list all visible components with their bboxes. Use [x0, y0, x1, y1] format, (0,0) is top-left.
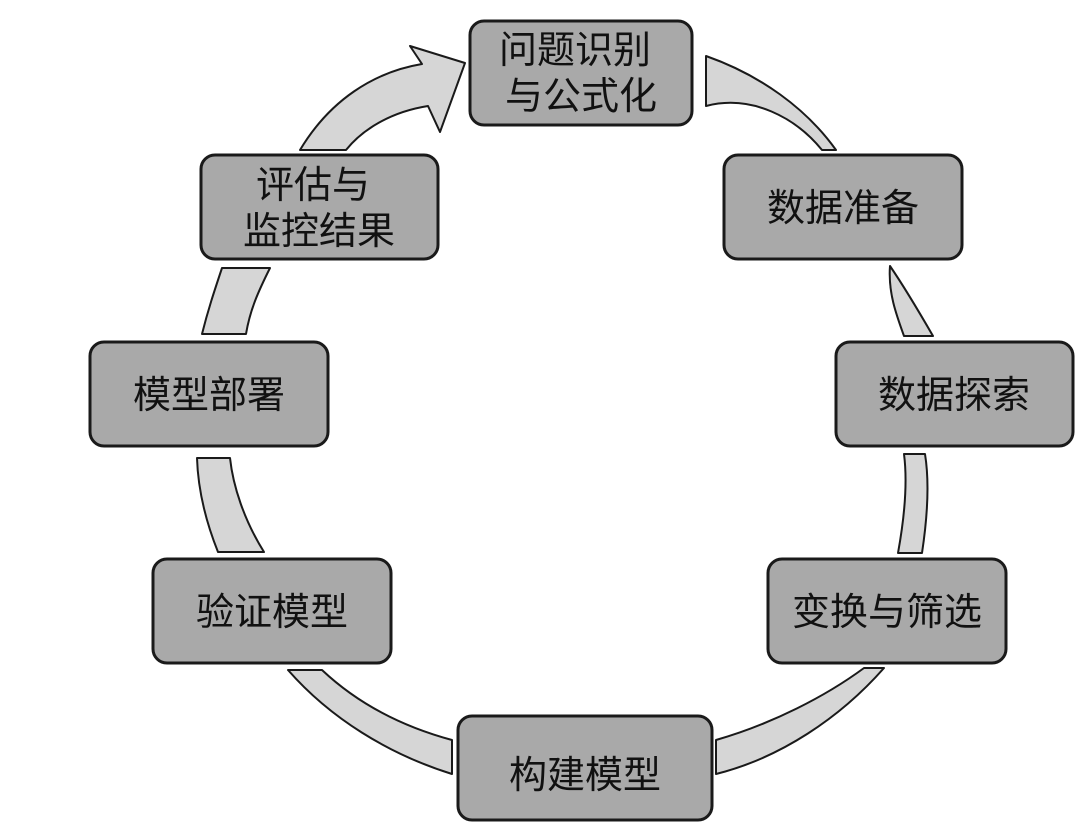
node-build-label-line1: 构建模型	[509, 753, 661, 797]
node-prep: 数据准备	[722, 153, 964, 261]
node-explore-box	[834, 340, 1075, 448]
node-validate-box	[151, 557, 393, 665]
node-evaluate-box	[199, 153, 440, 261]
node-evaluate: 评估与 监控结果	[199, 153, 440, 261]
node-prep-label-line1: 数据准备	[767, 186, 919, 230]
node-problem-label: 问题识别 与公式化	[499, 28, 663, 118]
node-evaluate-label-line2: 监控结果	[243, 209, 395, 253]
node-transform-label: 变换与筛选	[792, 590, 982, 634]
connector-validate-to-deploy	[196, 457, 265, 553]
node-validate-label: 验证模型	[196, 590, 348, 634]
node-transform-label-line1: 变换与筛选	[792, 590, 982, 634]
node-evaluate-label-line1: 评估与	[256, 163, 370, 207]
connectors	[196, 45, 934, 775]
node-build-label: 构建模型	[509, 753, 661, 797]
node-prep-box	[722, 153, 964, 261]
connector-explore-to-transform	[897, 453, 929, 554]
node-explore-label: 数据探索	[878, 373, 1030, 417]
node-validate-label-line1: 验证模型	[196, 590, 348, 634]
node-problem-label-line2: 与公式化	[505, 74, 657, 118]
connector-problem-to-prep	[705, 55, 837, 151]
node-build: 构建模型	[456, 714, 714, 822]
connector-evaluate-to-problem-arrow	[299, 45, 466, 151]
node-transform: 变换与筛选	[766, 557, 1008, 665]
node-deploy-box	[88, 340, 330, 448]
node-problem: 问题识别 与公式化	[468, 19, 694, 127]
node-build-box	[456, 714, 714, 822]
node-explore-label-line1: 数据探索	[878, 373, 1030, 417]
node-validate: 验证模型	[151, 557, 393, 665]
connector-transform-to-build	[715, 667, 885, 775]
connector-build-to-validate	[287, 669, 453, 775]
node-problem-label-line1: 问题识别	[499, 28, 651, 72]
node-deploy-label-line1: 模型部署	[133, 373, 285, 417]
node-prep-label: 数据准备	[767, 186, 919, 230]
node-explore: 数据探索	[834, 340, 1075, 448]
node-evaluate-label: 评估与 监控结果	[243, 163, 395, 253]
connector-deploy-to-evaluate	[201, 267, 271, 335]
node-transform-box	[766, 557, 1008, 665]
node-problem-box	[468, 19, 694, 127]
node-deploy: 模型部署	[88, 340, 330, 448]
node-deploy-label: 模型部署	[133, 373, 285, 417]
connector-prep-to-explore	[888, 265, 934, 337]
